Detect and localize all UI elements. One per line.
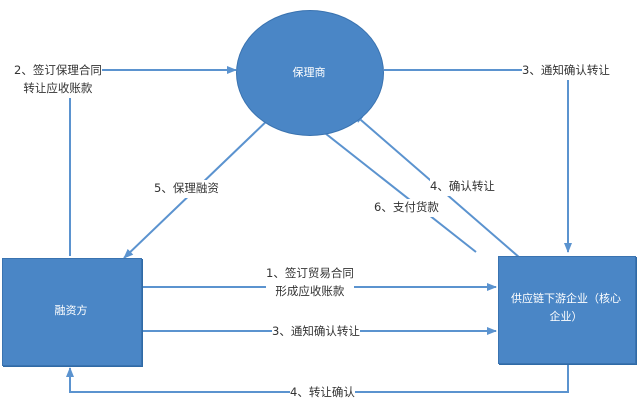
core-enterprise-label-line2: 企业） xyxy=(549,309,583,323)
step3-bottom-label: 3、通知确认转让 xyxy=(272,323,360,341)
factor-label: 保理商 xyxy=(292,66,326,79)
financier-label: 融资方 xyxy=(54,304,88,317)
edge-3-notify-top xyxy=(384,69,572,253)
core-enterprise-label-line1: 供应链下游企业（核心 xyxy=(511,292,621,305)
step3-top-label: 3、通知确认转让 xyxy=(522,62,610,80)
edge-2-sign-factoring xyxy=(69,66,237,256)
step4-up-label: 4、确认转让 xyxy=(430,178,495,196)
step2-label: 2、签订保理合同 转让应收账款 xyxy=(14,62,102,98)
step1-label-line2: 形成应收账款 xyxy=(275,283,345,298)
step1-label-line1: 1、签订贸易合同 xyxy=(266,266,354,280)
financier-node xyxy=(2,258,142,366)
step6-label: 6、支付货款 xyxy=(374,199,439,217)
step1-label: 1、签订贸易合同 形成应收账款 xyxy=(266,265,354,301)
core-enterprise-node xyxy=(498,256,636,364)
step5-label: 5、保理融资 xyxy=(154,180,219,198)
step2-label-line2: 转让应收账款 xyxy=(23,80,93,95)
edge-6-payment xyxy=(315,125,477,253)
core-enterprise-label: 供应链下游企业（核心 企业） xyxy=(498,290,634,325)
step2-label-line1: 2、签订保理合同 xyxy=(14,63,102,77)
step4-bottom-label: 4、转让确认 xyxy=(290,384,355,402)
factor-node xyxy=(236,10,384,136)
